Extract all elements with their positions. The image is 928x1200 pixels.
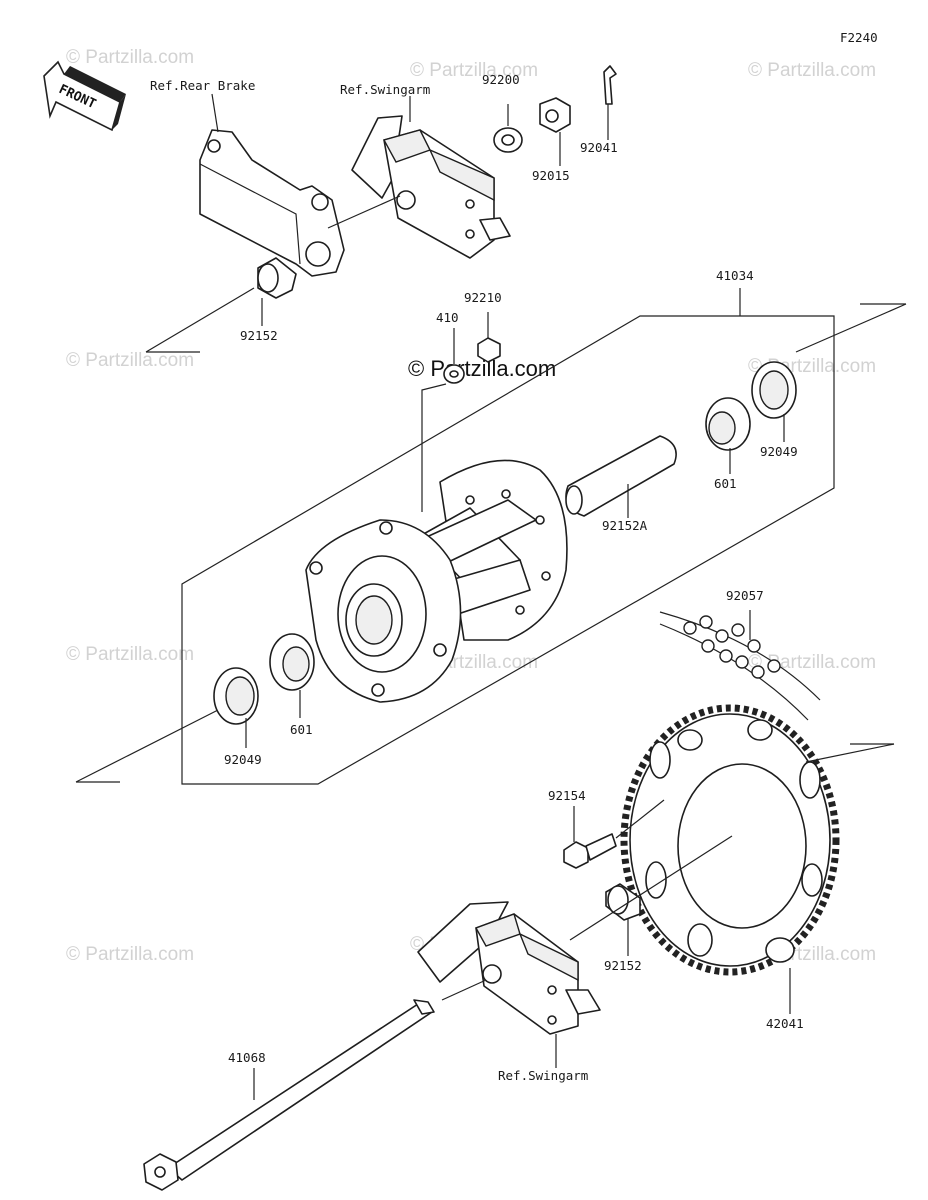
part-label-92015: 92015: [532, 168, 570, 183]
part-label-92154: 92154: [548, 788, 586, 803]
swingarm-end-bottom: [417, 835, 733, 1068]
part-label-92152-bottom: 92152: [604, 958, 642, 973]
rear-brake-bracket: [199, 93, 345, 277]
part-label-601-right: 601: [714, 476, 737, 491]
watermark: © Partzilla.com: [66, 644, 194, 665]
part-label-92057: 92057: [726, 588, 764, 603]
part-label-92200: 92200: [482, 72, 520, 87]
hub-assembly-outline: [75, 288, 907, 785]
part-label-92210: 92210: [464, 290, 502, 305]
oil-seal-92049-left: [213, 667, 259, 748]
collar-92152A: [565, 435, 677, 518]
figure-code: F2240: [840, 30, 878, 45]
watermark: © Partzilla.com: [66, 350, 194, 371]
watermark: © Partzilla.com: [410, 60, 538, 81]
watermark: © Partzilla.com: [66, 944, 194, 965]
collar-92152-bottom: [605, 883, 641, 956]
bearing-601-left: [269, 633, 315, 718]
oil-seal-92049-right: [751, 361, 797, 442]
watermark: © Partzilla.com: [748, 60, 876, 81]
washer-410: [421, 328, 465, 512]
bolt-92154: [563, 799, 665, 869]
part-label-41068: 41068: [228, 1050, 266, 1065]
cotter-pin-92041: [603, 65, 617, 140]
wheel-hub: [305, 459, 568, 703]
ref-swingarm-top-label: Ref.Swingarm: [340, 82, 430, 97]
front-arrow-icon: FRONT: [43, 60, 126, 132]
part-label-42041: 42041: [766, 1016, 804, 1031]
ref-swingarm-bottom-label: Ref.Swingarm: [498, 1068, 588, 1083]
rear-sprocket-42041: [620, 704, 895, 1014]
axle-41068: [143, 999, 435, 1191]
washer-92200: [493, 104, 523, 153]
part-label-92152-top: 92152: [240, 328, 278, 343]
swingarm-end-top: [327, 96, 511, 259]
part-label-92049-left: 92049: [224, 752, 262, 767]
watermark: © Partzilla.com: [748, 652, 876, 673]
part-label-410: 410: [436, 310, 459, 325]
drive-chain-92057: [659, 610, 821, 721]
watermark: © Partzilla.com: [66, 47, 194, 68]
nut-92015: [539, 97, 571, 166]
ref-rear-brake-label: Ref.Rear Brake: [150, 78, 255, 93]
watermark-main: © Partzilla.com: [408, 356, 556, 381]
part-label-92049-right: 92049: [760, 444, 798, 459]
part-label-41034: 41034: [716, 268, 754, 283]
collar-92152-top: [145, 257, 297, 353]
part-label-601-left: 601: [290, 722, 313, 737]
part-label-92152A: 92152A: [602, 518, 648, 533]
nut-92210: [477, 312, 501, 363]
bearing-601-right: [705, 397, 751, 474]
part-label-92041: 92041: [580, 140, 618, 155]
